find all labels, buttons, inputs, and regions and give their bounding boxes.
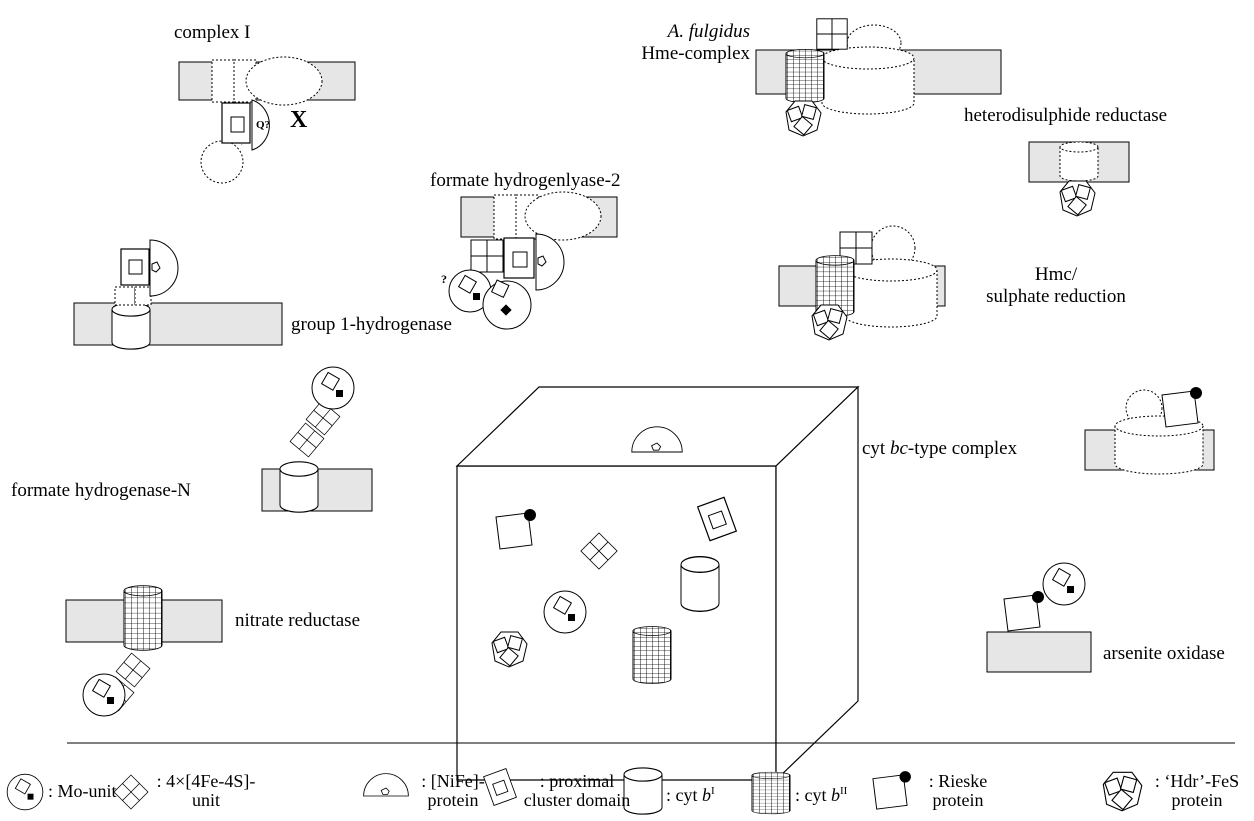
- legend-cytb1: : cyt bI: [666, 782, 715, 805]
- arsenite-oxidase-label: arsenite oxidase: [1103, 643, 1225, 664]
- legend-cytb2-sup: II: [840, 785, 848, 797]
- legend-nife-line2: protein: [427, 790, 479, 810]
- legend-cytb2: : cyt bII: [795, 782, 847, 805]
- formate-hydrogenlyase-label: formate hydrogenlyase-2: [430, 170, 621, 191]
- cyt-bc-pre: cyt: [862, 438, 890, 459]
- formate-hydrogenase-n-label: formate hydrogenase-N: [11, 480, 191, 501]
- hmc-line1: Hmc/: [1034, 264, 1078, 285]
- legend-rieske: : Rieske protein: [916, 772, 1000, 810]
- legend-cytb1-italic: b: [702, 785, 711, 805]
- complex-i-label: complex I: [174, 22, 251, 43]
- legend-rieske-line1: : Rieske: [928, 771, 988, 791]
- complex-i: [178, 56, 356, 184]
- cyt-bc-type-complex: [1084, 386, 1215, 475]
- fulgidus-species: A. fulgidus: [667, 21, 750, 42]
- group1-label: group 1-hydrogenase: [291, 314, 452, 335]
- legend-cytb2-italic: b: [831, 785, 840, 805]
- quinone-label: Q?: [256, 119, 270, 131]
- cyt-bc-post: -type complex: [907, 438, 1018, 459]
- heterodisulphide-reductase: [1028, 141, 1130, 217]
- group1-hydrogenase: [73, 239, 283, 350]
- legend-fes4: : 4×[4Fe-4S]- unit: [151, 772, 261, 810]
- hme-complex-label: Hme-complex: [641, 43, 750, 64]
- legend-cytb2-pre: : cyt: [795, 785, 831, 805]
- legend-mo-unit: : Mo-unit: [48, 781, 117, 801]
- hmc-line2: sulphate reduction: [986, 286, 1126, 307]
- legend-proximal-line2: cluster domain: [523, 790, 631, 810]
- legend-hdr-line1: : ‘Hdr’-FeS: [1154, 771, 1240, 791]
- legend-hdr: : ‘Hdr’-FeS protein: [1144, 772, 1250, 810]
- formate-hydrogenlyase-2: [448, 191, 618, 330]
- cyt-bc-label: cyt bc-type complex: [862, 438, 1017, 460]
- nitrate-reductase: [65, 585, 223, 717]
- legend-hdr-line2: protein: [1171, 790, 1223, 810]
- legend-cytb1-sup: I: [711, 785, 715, 797]
- legend-proximal: : proximal cluster domain: [522, 772, 632, 810]
- legend-nife-line1: : [NiFe]-: [421, 771, 485, 791]
- hmc-label: Hmc/ sulphate reduction: [976, 264, 1136, 308]
- heterodisulphide-label: heterodisulphide reductase: [964, 105, 1168, 126]
- nitrate-reductase-label: nitrate reductase: [235, 610, 361, 631]
- legend-rieske-line2: protein: [932, 790, 984, 810]
- fulgidus-label: A. fulgidus Hme-complex: [620, 21, 750, 65]
- component-box: [455, 385, 860, 782]
- legend-icons: [6, 767, 1143, 815]
- legend-nife: : [NiFe]- protein: [413, 772, 493, 810]
- fulgidus-hme-complex: [755, 18, 1002, 137]
- legend-fes4-line1: : 4×[4Fe-4S]-: [156, 771, 256, 791]
- unknown-label: ?: [441, 272, 447, 286]
- hmc-sulphate-reduction: [778, 225, 946, 341]
- legend-proximal-line1: : proximal: [539, 771, 615, 791]
- x-label: X: [290, 107, 308, 133]
- legend-cytb1-pre: : cyt: [666, 785, 702, 805]
- legend-fes4-line2: unit: [191, 790, 220, 810]
- arsenite-oxidase: [986, 562, 1092, 673]
- cyt-bc-italic: bc: [889, 438, 908, 459]
- formate-hydrogenase-n: [261, 366, 373, 513]
